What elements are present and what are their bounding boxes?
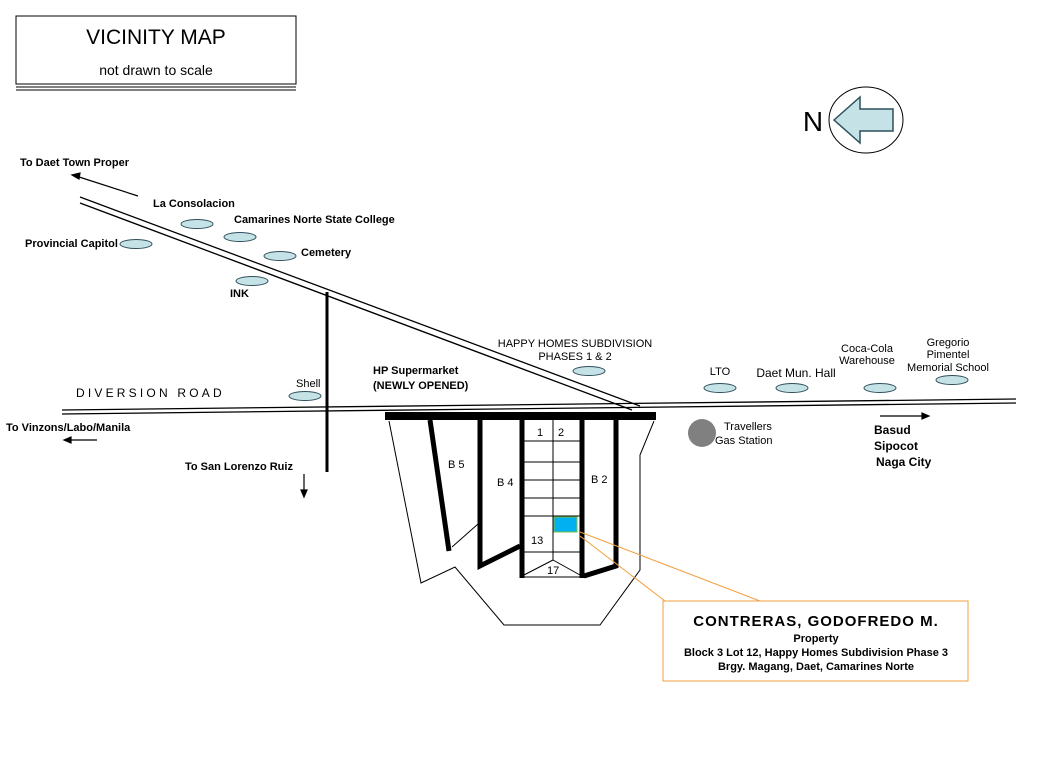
property-lot: Block 3 Lot 12, Happy Homes Subdivision … — [684, 647, 948, 659]
mun-hall-label: Daet Mun. Hall — [756, 366, 835, 380]
map-subtitle: not drawn to scale — [99, 62, 213, 78]
la-consolacion-label: La Consolacion — [153, 198, 235, 210]
gas-station-label: Gas Station — [715, 435, 772, 447]
lot-1-label: 1 — [537, 427, 543, 439]
subdivision-phase-3: B 5 B 4 B 2 1 2 13 17 — [385, 412, 656, 626]
memorial-school-label: Memorial School — [907, 362, 989, 374]
lot-13-label: 13 — [531, 535, 543, 547]
east-label-basud: Basud — [874, 423, 911, 437]
east-label-naga: Naga City — [876, 455, 932, 469]
lot-17-label: 17 — [547, 565, 559, 577]
coca-cola-warehouse-label: Warehouse — [839, 355, 895, 367]
hp-supermarket-note: (NEWLY OPENED) — [373, 380, 469, 392]
to-san-lorenzo-label: To San Lorenzo Ruiz — [185, 461, 293, 473]
property-label: Property — [793, 633, 839, 645]
cemetery-label: Cemetery — [301, 247, 352, 259]
provincial-capitol-label: Provincial Capitol — [25, 238, 118, 250]
north-compass: N — [803, 86, 904, 154]
diagonal-road — [79, 196, 641, 411]
map-title: VICINITY MAP — [86, 26, 226, 49]
property-address: Brgy. Magang, Daet, Camarines Norte — [718, 661, 914, 673]
north-label: N — [803, 106, 823, 137]
diversion-road-line — [61, 398, 1017, 415]
title-box: VICINITY MAP not drawn to scale — [15, 15, 297, 91]
property-callout: CONTRERAS, GODOFREDO M. Property Block 3… — [662, 600, 969, 682]
gas-station-icon — [688, 419, 716, 447]
block-b5-label: B 5 — [448, 459, 465, 471]
property-lot-highlight[interactable] — [553, 516, 578, 533]
diversion-road-label: DIVERSION ROAD — [76, 386, 225, 400]
property-leader-lines — [579, 531, 761, 602]
block-b4-label: B 4 — [497, 477, 514, 489]
shell-label: Shell — [296, 378, 320, 390]
coca-cola-label: Coca-Cola — [841, 343, 894, 355]
lot-2-label: 2 — [558, 427, 564, 439]
hp-supermarket-label: HP Supermarket — [373, 365, 459, 377]
to-daet-label: To Daet Town Proper — [20, 157, 130, 169]
ink-label: INK — [230, 288, 249, 300]
north-arrow-icon — [832, 95, 894, 145]
lto-label: LTO — [710, 366, 731, 378]
travellers-label: Travellers — [724, 421, 772, 433]
east-label-sipocot: Sipocot — [874, 439, 918, 453]
happy-homes-label: HAPPY HOMES SUBDIVISION — [498, 338, 653, 350]
property-owner: CONTRERAS, GODOFREDO M. — [693, 613, 939, 630]
pimentel-label: Pimentel — [927, 349, 970, 361]
block-b2-label: B 2 — [591, 474, 608, 486]
gregorio-label: Gregorio — [927, 337, 970, 349]
landmarks: La Consolacion Camarines Norte State Col… — [25, 198, 989, 447]
cnsc-label: Camarines Norte State College — [234, 214, 395, 226]
happy-homes-phases: PHASES 1 & 2 — [538, 351, 611, 363]
to-vinzons-label: To Vinzons/Labo/Manila — [6, 422, 131, 434]
arrow-to-daet-icon — [75, 175, 139, 197]
